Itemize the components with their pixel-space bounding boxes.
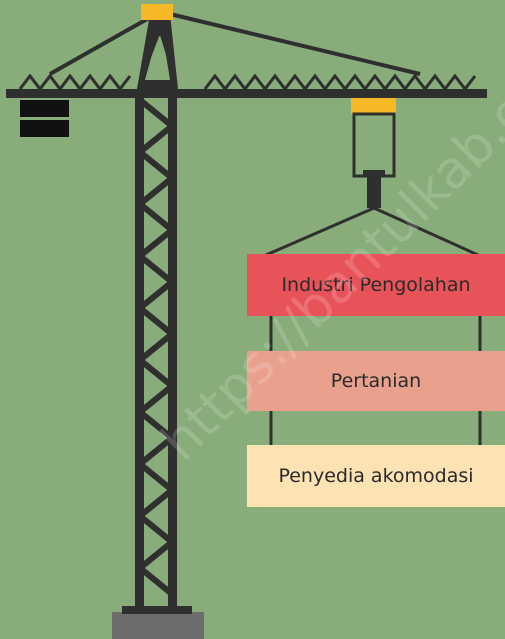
hook-slings [265,206,479,257]
sign-pertanian: Pertanian [247,351,505,411]
crane-base-plate [122,606,192,614]
sign-label: Pertanian [330,370,422,392]
crane-apex [137,4,178,89]
apex-cap [141,4,173,20]
trolley-hook [351,98,396,208]
crane-jib [6,73,487,98]
sign-ropes [269,314,482,446]
sign-label: Penyedia akomodasi [278,465,474,487]
crane-tower [135,97,177,608]
sign-industri-pengolahan: Industri Pengolahan [247,254,505,316]
crane-base [112,612,204,639]
stay-cables [49,12,421,76]
sign-label: Industri Pengolahan [281,274,471,296]
sign-penyedia-akomodasi: Penyedia akomodasi [247,445,505,507]
counterweight [20,100,69,137]
